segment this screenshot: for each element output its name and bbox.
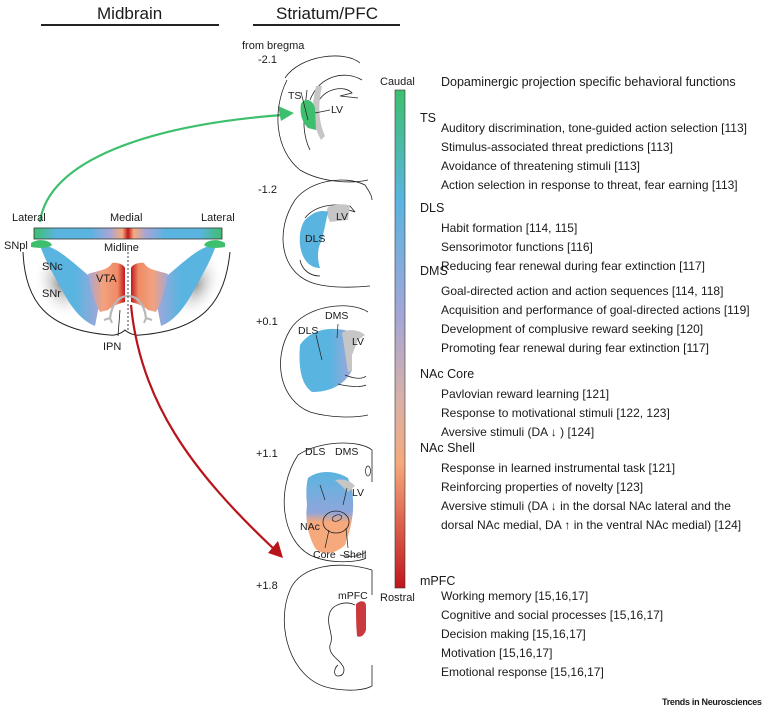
label-shell: Shell — [343, 549, 367, 561]
function-item: Goal-directed action and action sequence… — [441, 284, 724, 298]
label-dms: DMS — [325, 310, 349, 322]
functions-title: Dopaminergic projection specific behavio… — [441, 75, 736, 89]
function-item: Reducing fear renewal during fear extinc… — [441, 259, 705, 273]
striatum-blue-lavender — [299, 328, 352, 392]
function-group-region: TS — [420, 111, 436, 125]
function-item: Acquisition and performance of goal-dire… — [441, 303, 750, 317]
journal-footer: Trends in Neurosciences — [662, 697, 762, 707]
section-minus-2-1 — [277, 55, 369, 183]
vta-left — [88, 262, 125, 312]
red-arrowhead — [268, 541, 283, 558]
caudal-rostral-gradient-bar — [394, 89, 406, 589]
label-ts: TS — [288, 90, 302, 102]
label-lateral-right: Lateral — [201, 212, 235, 224]
mpfc-red — [356, 601, 366, 637]
label-vta: VTA — [96, 273, 117, 285]
vta-right — [131, 262, 168, 312]
coord-plus-1-8: +1.8 — [256, 580, 278, 592]
function-item: Stimulus-associated threat predictions [… — [441, 140, 673, 154]
function-item: dorsal NAc medial, DA ↑ in the ventral N… — [441, 518, 742, 532]
label-medial: Medial — [110, 212, 143, 224]
midbrain-outline — [22, 251, 231, 336]
section-plus-1-8 — [283, 564, 373, 691]
label-lv: LV — [352, 336, 365, 348]
red-projection-arrow — [129, 304, 276, 551]
function-item: Response in learned instrumental task [1… — [441, 461, 676, 475]
label-lv: LV — [331, 104, 344, 116]
dls-blue — [299, 210, 328, 268]
label-dls: DLS — [305, 233, 326, 245]
striatum-header-rule — [253, 24, 400, 26]
label-lateral-left: Lateral — [12, 212, 46, 224]
green-projection-arrow — [38, 113, 283, 223]
function-item: Working memory [15,16,17] — [441, 589, 589, 603]
label-dms: DMS — [335, 446, 359, 458]
label-nac: NAc — [300, 521, 320, 533]
lv-gray — [312, 86, 325, 140]
coord-minus-1-2: -1.2 — [258, 184, 277, 196]
function-group-region: NAc Shell — [420, 441, 475, 455]
function-item: Sensorimotor functions [116] — [441, 240, 593, 254]
striatum-header: Striatum/PFC — [276, 4, 379, 23]
function-item: Response to motivational stimuli [122, 1… — [441, 406, 670, 420]
function-group-region: mPFC — [420, 574, 456, 588]
ts-green — [300, 99, 316, 130]
function-item: Emotional response [15,16,17] — [441, 665, 604, 679]
section-minus-1-2 — [282, 179, 373, 288]
function-group-region: NAc Core — [420, 367, 475, 381]
coord-plus-1-1: +1.1 — [256, 448, 278, 460]
function-item: Decision making [15,16,17] — [441, 627, 586, 641]
function-item: Avoidance of threatening stimuli [113] — [441, 159, 641, 173]
label-mpfc: mPFC — [338, 590, 368, 602]
function-group-region: DLS — [420, 201, 445, 215]
nac-core-outline — [322, 510, 350, 534]
section-plus-0-1 — [280, 305, 369, 418]
label-snr: SNr — [42, 288, 61, 300]
coord-plus-0-1: +0.1 — [256, 316, 278, 328]
label-ipn: IPN — [103, 341, 122, 353]
snc-right — [156, 245, 216, 326]
label-snc: SNc — [42, 261, 63, 273]
lv-gray — [335, 479, 355, 492]
label-lv: LV — [336, 211, 349, 223]
function-item: Development of complusive reward seeking… — [441, 322, 704, 336]
snpl-right — [204, 240, 225, 248]
section-plus-1-1 — [283, 442, 373, 563]
snpl-left — [31, 240, 52, 248]
function-item: Aversive stimuli (DA ↓ in the dorsal NAc… — [441, 499, 731, 513]
axis-caudal-label: Caudal — [380, 76, 415, 88]
green-arrowhead — [278, 106, 294, 121]
function-item: Action selection in response to threat, … — [441, 178, 738, 192]
lv-gray — [342, 330, 365, 372]
function-group-region: DMS — [420, 264, 448, 278]
function-item: Habit formation [114, 115] — [441, 221, 578, 235]
function-item: Reinforcing properties of novelty [123] — [441, 480, 644, 494]
snc-left — [40, 245, 100, 326]
function-item: Cognitive and social processes [15,16,17… — [441, 608, 664, 622]
function-item: Motivation [15,16,17] — [441, 646, 553, 660]
lv-gray — [326, 204, 350, 222]
midbrain-header-rule — [41, 24, 219, 26]
function-item: Aversive stimuli (DA ↓ ) [124] — [441, 425, 595, 439]
from-bregma-label: from bregma — [242, 40, 305, 52]
label-core: Core — [313, 549, 336, 561]
label-dls: DLS — [298, 325, 319, 337]
coord-minus-2-1: -2.1 — [258, 54, 277, 66]
function-item: Pavlovian reward learning [121] — [441, 387, 610, 401]
midbrain-header: Midbrain — [97, 4, 163, 23]
axis-rostral-label: Rostral — [380, 592, 415, 604]
label-lv: LV — [352, 487, 365, 499]
function-item: Auditory discrimination, tone-guided act… — [441, 121, 747, 135]
label-snpl: SNpl — [4, 240, 28, 252]
lateral-medial-gradient-bar — [33, 227, 223, 240]
function-item: Promoting fear renewal during fear extin… — [441, 341, 709, 355]
label-midline: Midline — [104, 242, 139, 254]
label-dls: DLS — [305, 446, 326, 458]
